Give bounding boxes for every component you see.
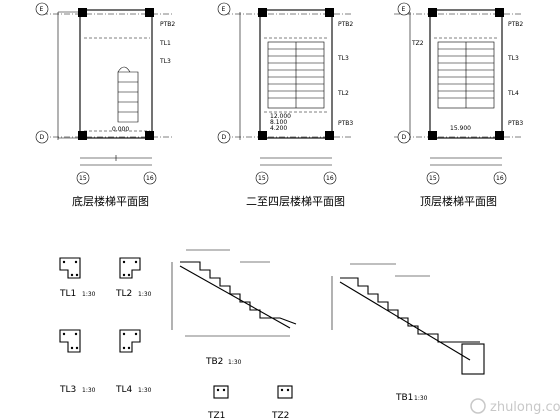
- label-tl1: TL1: [159, 40, 171, 47]
- axis-15-label: 15: [79, 175, 87, 182]
- label-tl3: TL3: [159, 58, 171, 65]
- axis-15-label: 15: [429, 175, 437, 182]
- axis-e-marker: [35, 2, 49, 16]
- section-scale: 1:30: [414, 395, 428, 402]
- label-elevation: 0.000: [112, 126, 129, 133]
- section-name: TZ2: [271, 411, 289, 420]
- plan-title: 顶层楼梯平面图: [420, 194, 497, 208]
- plan-title: 底层楼梯平面图: [72, 194, 149, 208]
- label-elev-3: 4.200: [270, 125, 287, 132]
- label-elev-1: 12.000: [270, 113, 291, 120]
- section-name: TL1: [59, 289, 76, 299]
- axis-d-marker: [35, 130, 49, 144]
- label-tl3: TL3: [507, 55, 519, 62]
- section-scale: 1:30: [138, 291, 152, 298]
- label-tl4: TL4: [507, 90, 519, 97]
- axis-e-label: E: [222, 6, 226, 13]
- beam-section-tl2: TL2 1:30: [115, 257, 152, 299]
- section-scale: 1:30: [82, 291, 96, 298]
- plan-ground-floor: E D 15 16 PTB2 TL1 TL3 0.000 底层楼梯平面图: [35, 2, 175, 208]
- beam-section-tl4: TL4 1:30: [115, 329, 152, 395]
- label-ptb3: PTB3: [508, 120, 523, 127]
- axis-16-label: 16: [146, 175, 154, 182]
- label-ptb2: PTB2: [160, 21, 175, 28]
- axis-e-label: E: [40, 6, 44, 13]
- slab-section-tb2: TB2 1:30: [171, 249, 297, 367]
- watermark: zhulong.com: [470, 398, 560, 415]
- plan-top-floor: E D 15 16 PTB2 TZ2 TL3 TL4 PTB3 15.900 顶…: [394, 2, 523, 208]
- plan-title: 二至四层楼梯平面图: [246, 194, 345, 208]
- slab-section-tb1: TB1 1:30: [331, 263, 485, 403]
- label-ptb3: PTB3: [338, 120, 353, 127]
- label-ptb2: PTB2: [338, 21, 353, 28]
- beam-section-tl3: TL3 1:30: [59, 329, 96, 395]
- column-section-tz2: TZ2: [271, 385, 293, 420]
- section-name: TL4: [115, 385, 133, 395]
- label-tz2: TZ2: [411, 40, 424, 47]
- axis-d-label: D: [402, 134, 407, 141]
- section-name: TL3: [59, 385, 76, 395]
- axis-15-marker: [76, 171, 90, 185]
- axis-d-label: D: [222, 134, 227, 141]
- label-elevation: 15.900: [450, 125, 471, 132]
- axis-15-label: 15: [258, 175, 266, 182]
- section-scale: 1:30: [228, 359, 242, 366]
- plan-typical-floor: E D 15 16 PTB2 TL3 TL2 PTB3 12.000 8.100…: [217, 2, 353, 208]
- section-name: TB2: [205, 357, 223, 367]
- axis-16-label: 16: [496, 175, 504, 182]
- section-scale: 1:30: [138, 387, 152, 394]
- section-scale: 1:30: [82, 387, 96, 394]
- axis-e-label: E: [402, 6, 406, 13]
- label-elev-2: 8.100: [270, 119, 287, 126]
- axis-d-label: D: [40, 134, 45, 141]
- section-name: TL2: [115, 289, 132, 299]
- watermark-text: zhulong.com: [490, 400, 560, 415]
- column-section-tz1: TZ1: [207, 385, 229, 420]
- label-tl3: TL3: [337, 55, 349, 62]
- label-tl2: TL2: [337, 90, 349, 97]
- section-name: TZ1: [207, 411, 225, 420]
- section-name: TB1: [395, 393, 413, 403]
- axis-16-marker: [143, 171, 157, 185]
- axis-16-label: 16: [326, 175, 334, 182]
- label-ptb2: PTB2: [508, 21, 523, 28]
- beam-section-tl1: TL1 1:30: [59, 257, 96, 299]
